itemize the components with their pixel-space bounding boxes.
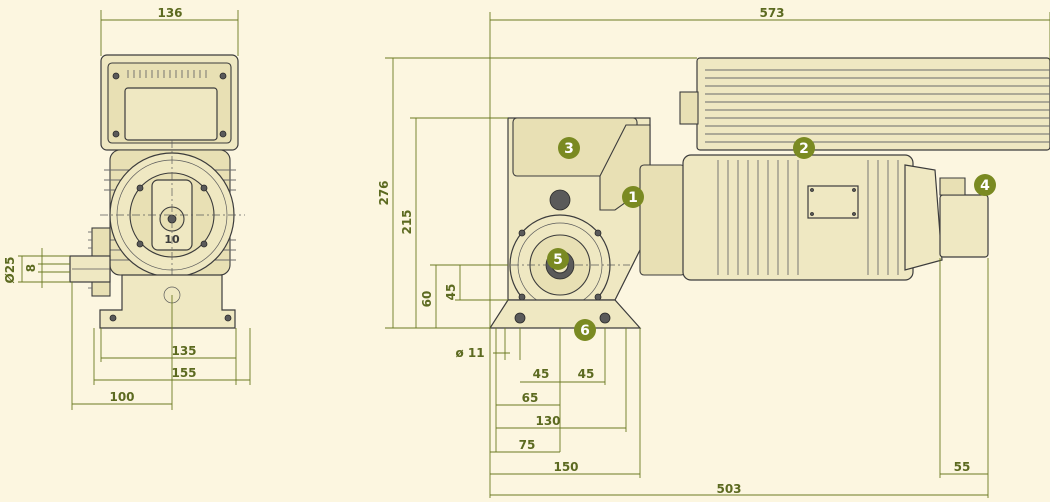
dim-front-155: 155 [171, 366, 196, 380]
dim-side-45a: 45 [533, 367, 550, 381]
side-base [488, 299, 642, 329]
dim-front-8: 8 [24, 264, 38, 272]
dim-side-276: 276 [377, 180, 391, 205]
front-terminal-cover [124, 87, 218, 141]
dim-front-100: 100 [109, 390, 134, 404]
callout-4: 4 [974, 174, 996, 196]
svg-text:5: 5 [553, 252, 563, 268]
dim-front-d25: Ø25 [3, 257, 17, 284]
dim-side-d11: ø 11 [455, 346, 484, 360]
dim-front-135: 135 [171, 344, 196, 358]
dim-side-45b: 45 [578, 367, 595, 381]
dim-side-55: 55 [954, 460, 971, 474]
callout-3: 3 [558, 137, 580, 159]
dim-side-573: 573 [759, 6, 784, 20]
side-view: 573 276 215 60 45 ø 11 45 45 65 130 75 1… [377, 6, 1050, 498]
dim-side-150: 150 [553, 460, 578, 474]
callout-2: 2 [793, 137, 815, 159]
dim-side-45v: 45 [444, 284, 458, 301]
front-key-10: 10 [164, 233, 180, 246]
svg-text:6: 6 [580, 323, 590, 339]
dim-side-503: 503 [716, 482, 741, 496]
callout-1: 1 [622, 186, 644, 208]
dim-side-60: 60 [420, 291, 434, 308]
side-brake [939, 194, 989, 258]
dim-side-75: 75 [519, 438, 536, 452]
callout-5: 5 [547, 248, 569, 270]
dim-front-width: 136 [157, 6, 182, 20]
side-end-cap [904, 164, 943, 271]
dim-side-65: 65 [522, 391, 539, 405]
dim-side-130: 130 [535, 414, 560, 428]
side-heatsink [696, 57, 1050, 151]
dim-side-215: 215 [400, 209, 414, 234]
callout-6: 6 [574, 319, 596, 341]
side-nameplate [807, 185, 859, 219]
side-adapter [639, 164, 686, 276]
svg-text:2: 2 [799, 141, 809, 157]
svg-text:1: 1 [628, 190, 638, 206]
svg-text:3: 3 [564, 141, 574, 157]
svg-text:4: 4 [980, 178, 990, 194]
front-view: 136 135 155 100 Ø25 8 10 [3, 6, 251, 410]
